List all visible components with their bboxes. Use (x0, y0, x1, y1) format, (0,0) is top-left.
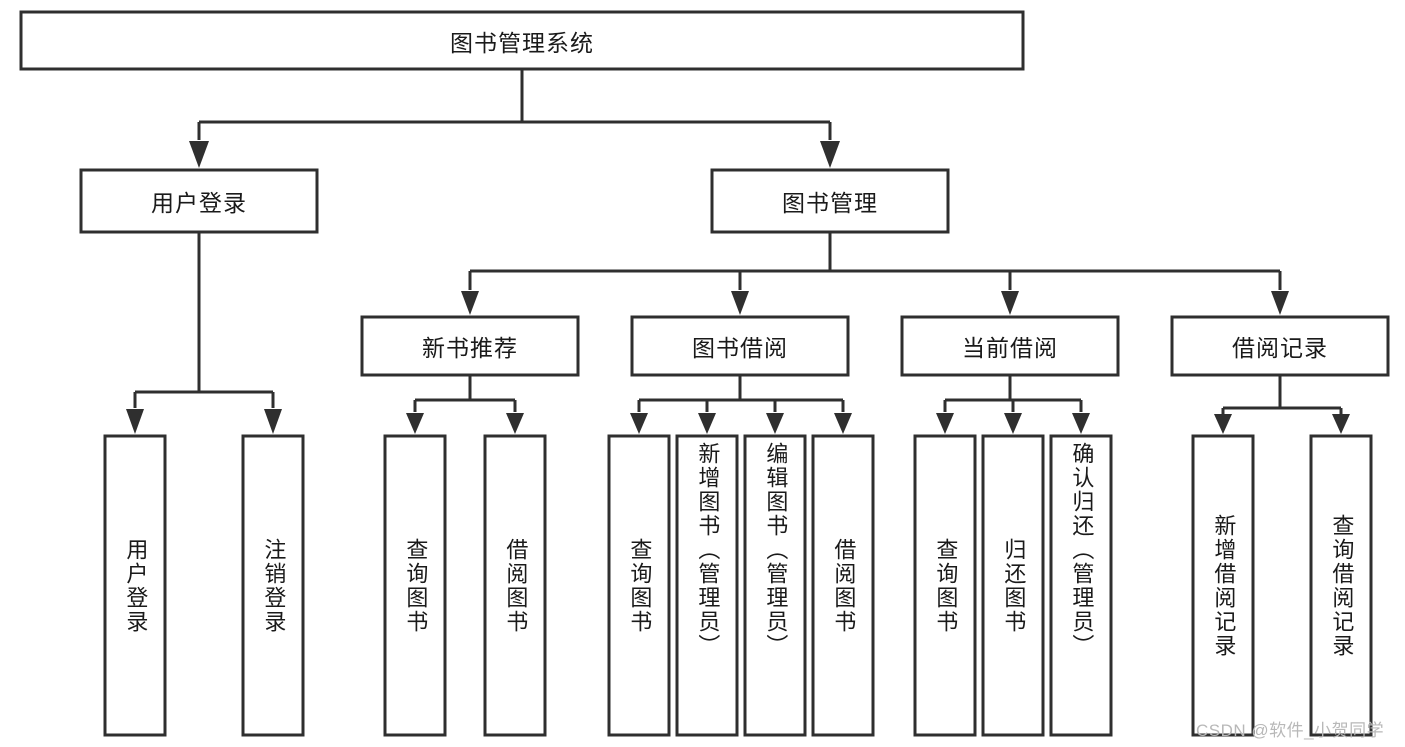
box-leaf-query-book-recommend[interactable] (383, 434, 447, 737)
connector-book-manage-bus (468, 232, 1282, 290)
arrowhead-current-borrow (1001, 291, 1019, 315)
box-leaf-add-book[interactable] (675, 434, 739, 737)
connector-root-bus (197, 69, 832, 140)
arrowhead-borrow-record (1271, 291, 1289, 315)
connector-borrow-record-bus (1221, 375, 1343, 414)
box-user-login[interactable] (79, 168, 319, 234)
arrowhead-leaf-return-book (1004, 413, 1022, 434)
box-book-borrow[interactable] (630, 315, 850, 377)
box-leaf-edit-book[interactable] (743, 434, 807, 737)
arrowhead-leaf-user-login (126, 409, 144, 434)
box-root[interactable] (19, 10, 1025, 71)
box-leaf-query-book-current[interactable] (913, 434, 977, 737)
box-leaf-user-login[interactable] (103, 434, 167, 737)
arrowhead-book-manage (820, 141, 840, 168)
box-current-borrow[interactable] (900, 315, 1120, 377)
box-leaf-return-book[interactable] (981, 434, 1045, 737)
connector-new-book-recommend-bus (413, 375, 517, 412)
arrowhead-leaf-add-book (698, 413, 716, 434)
box-leaf-logout[interactable] (241, 434, 305, 737)
box-leaf-borrow-book[interactable] (811, 434, 875, 737)
arrowhead-leaf-edit-book (766, 413, 784, 434)
box-new-book-recommend[interactable] (360, 315, 580, 377)
box-leaf-confirm-return[interactable] (1049, 434, 1113, 737)
box-borrow-record[interactable] (1170, 315, 1390, 377)
arrowhead-leaf-query-borrow-record (1332, 414, 1350, 434)
arrowhead-leaf-query-book-current (936, 413, 954, 434)
arrowhead-leaf-query-book-recommend (406, 413, 424, 434)
connector-current-borrow-bus (943, 375, 1083, 412)
box-leaf-query-borrow-record[interactable] (1309, 434, 1373, 737)
arrowhead-leaf-borrow-book-recommend (506, 413, 524, 434)
box-leaf-borrow-book-recommend[interactable] (483, 434, 547, 737)
connector-user-login-bus (133, 232, 275, 408)
box-leaf-add-borrow-record[interactable] (1191, 434, 1255, 737)
arrowhead-leaf-borrow-book (834, 413, 852, 434)
box-book-manage[interactable] (710, 168, 950, 234)
arrowhead-leaf-logout (264, 409, 282, 434)
arrowhead-leaf-add-borrow-record (1214, 414, 1232, 434)
watermark-text: CSDN @软件_小贺同学 (1196, 721, 1385, 740)
arrowhead-user-login (189, 141, 209, 168)
arrowhead-leaf-confirm-return (1072, 413, 1090, 434)
connector-book-borrow-bus (637, 375, 845, 412)
connectors (126, 69, 1350, 434)
box-leaf-query-book-borrow[interactable] (607, 434, 671, 737)
node-boxes (19, 10, 1390, 737)
arrowhead-leaf-query-book-borrow (630, 413, 648, 434)
arrowhead-new-book-recommend (461, 291, 479, 315)
arrowhead-book-borrow (731, 291, 749, 315)
